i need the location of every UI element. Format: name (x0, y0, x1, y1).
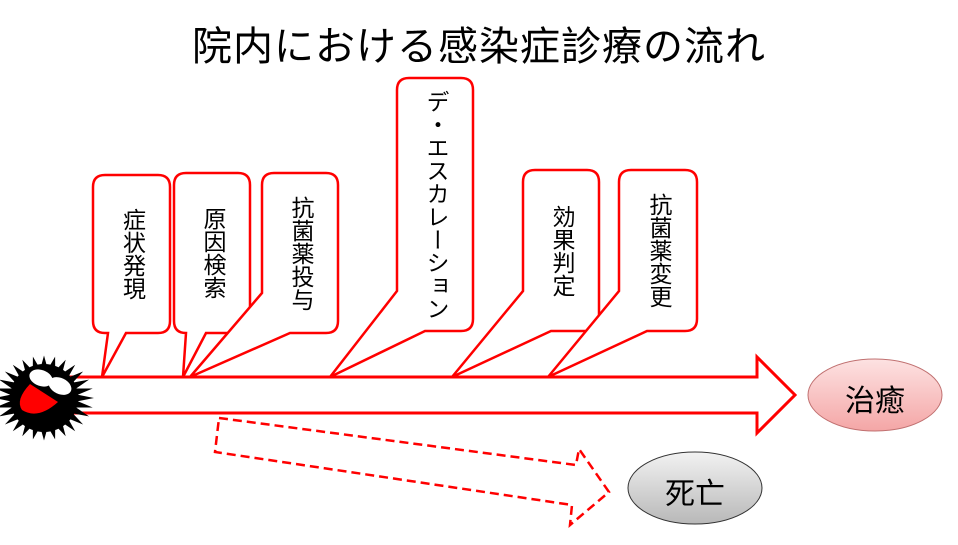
step-label: 症状発現 (118, 208, 145, 300)
outcome-cure-label: 治癒 (845, 384, 905, 419)
step-label: 効果判定 (548, 204, 574, 297)
death-flow-arrow (213, 416, 611, 528)
step-callout (91, 173, 172, 378)
step-callout (172, 171, 252, 378)
main-flow-arrow (58, 353, 798, 437)
slide-title: 院内における感染症診療の流れ (192, 24, 766, 70)
germ-mascot-icon (0, 355, 94, 441)
death-oval (627, 451, 763, 525)
step-callout (547, 168, 699, 379)
outcome-death-label: 死亡 (665, 477, 725, 512)
step-label: デ・エスカレーション (422, 89, 448, 320)
step-label: 抗菌薬投与 (287, 195, 313, 311)
step-label: 抗菌薬変更 (645, 193, 671, 308)
step-callout (329, 76, 475, 379)
step-callout (189, 171, 340, 379)
cure-oval (807, 358, 943, 432)
step-label: 原因検索 (199, 207, 225, 299)
